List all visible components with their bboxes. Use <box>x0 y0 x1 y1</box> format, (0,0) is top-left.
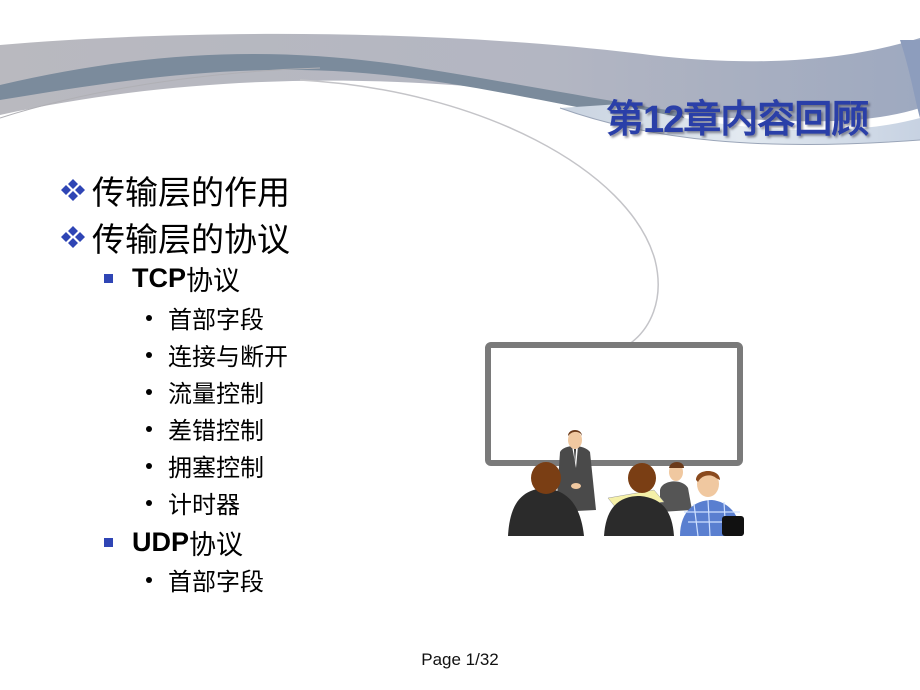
outline-item-l3: 计时器 <box>146 485 240 520</box>
outline-text: 首部字段 <box>168 568 264 596</box>
audience-member-1 <box>508 462 584 536</box>
dot-bullet-icon <box>146 314 152 321</box>
page-number: Page 1/32 <box>421 650 499 669</box>
outline-item-l2: UDP 协议 <box>104 523 243 562</box>
dot-bullet-icon <box>146 462 152 469</box>
outline-item-l1: 传输层的作用 <box>60 166 290 214</box>
outline-text: 拥塞控制 <box>168 454 264 482</box>
outline-text: 连接与断开 <box>168 343 288 371</box>
outline-item-l3: 连接与断开 <box>146 337 288 372</box>
outline-item-l3: 拥塞控制 <box>146 448 264 483</box>
protocol-name: UDP <box>132 527 190 557</box>
square-bullet-icon <box>104 274 113 283</box>
audience-member-3 <box>604 463 674 536</box>
square-bullet-icon <box>104 538 113 547</box>
outline-text: 差错控制 <box>168 417 264 445</box>
protocol-name: TCP <box>132 263 186 293</box>
outline-item-l1: 传输层的协议 <box>60 213 290 261</box>
audience-member-2 <box>660 462 692 512</box>
outline-item-l3: 流量控制 <box>146 374 264 409</box>
dot-bullet-icon <box>146 388 152 395</box>
diamond-cluster-bullet-icon <box>61 179 85 201</box>
outline-item-l3: 首部字段 <box>146 300 264 335</box>
diamond-cluster-bullet-icon <box>61 226 85 248</box>
outline-text: 流量控制 <box>168 380 264 408</box>
meeting-presentation-clipart <box>485 342 744 536</box>
presenter-figure <box>556 430 596 512</box>
audience-member-4 <box>680 471 744 536</box>
outline-text: 协议 <box>186 266 240 297</box>
outline-text: 传输层的作用 <box>92 173 290 212</box>
dot-bullet-icon <box>146 425 152 432</box>
outline-text: 协议 <box>189 530 244 561</box>
outline-text: 传输层的协议 <box>92 220 290 259</box>
outline-text: 首部字段 <box>168 306 264 334</box>
outline-item-l3: 差错控制 <box>146 411 264 446</box>
slide-title: 第12章内容回顾 <box>606 99 869 141</box>
dot-bullet-icon <box>146 576 152 583</box>
outline-item-l3: 首部字段 <box>146 562 264 597</box>
outline-text: 计时器 <box>168 491 240 519</box>
dot-bullet-icon <box>146 499 152 506</box>
dot-bullet-icon <box>146 351 152 358</box>
outline-item-l2: TCP 协议 <box>104 259 240 298</box>
